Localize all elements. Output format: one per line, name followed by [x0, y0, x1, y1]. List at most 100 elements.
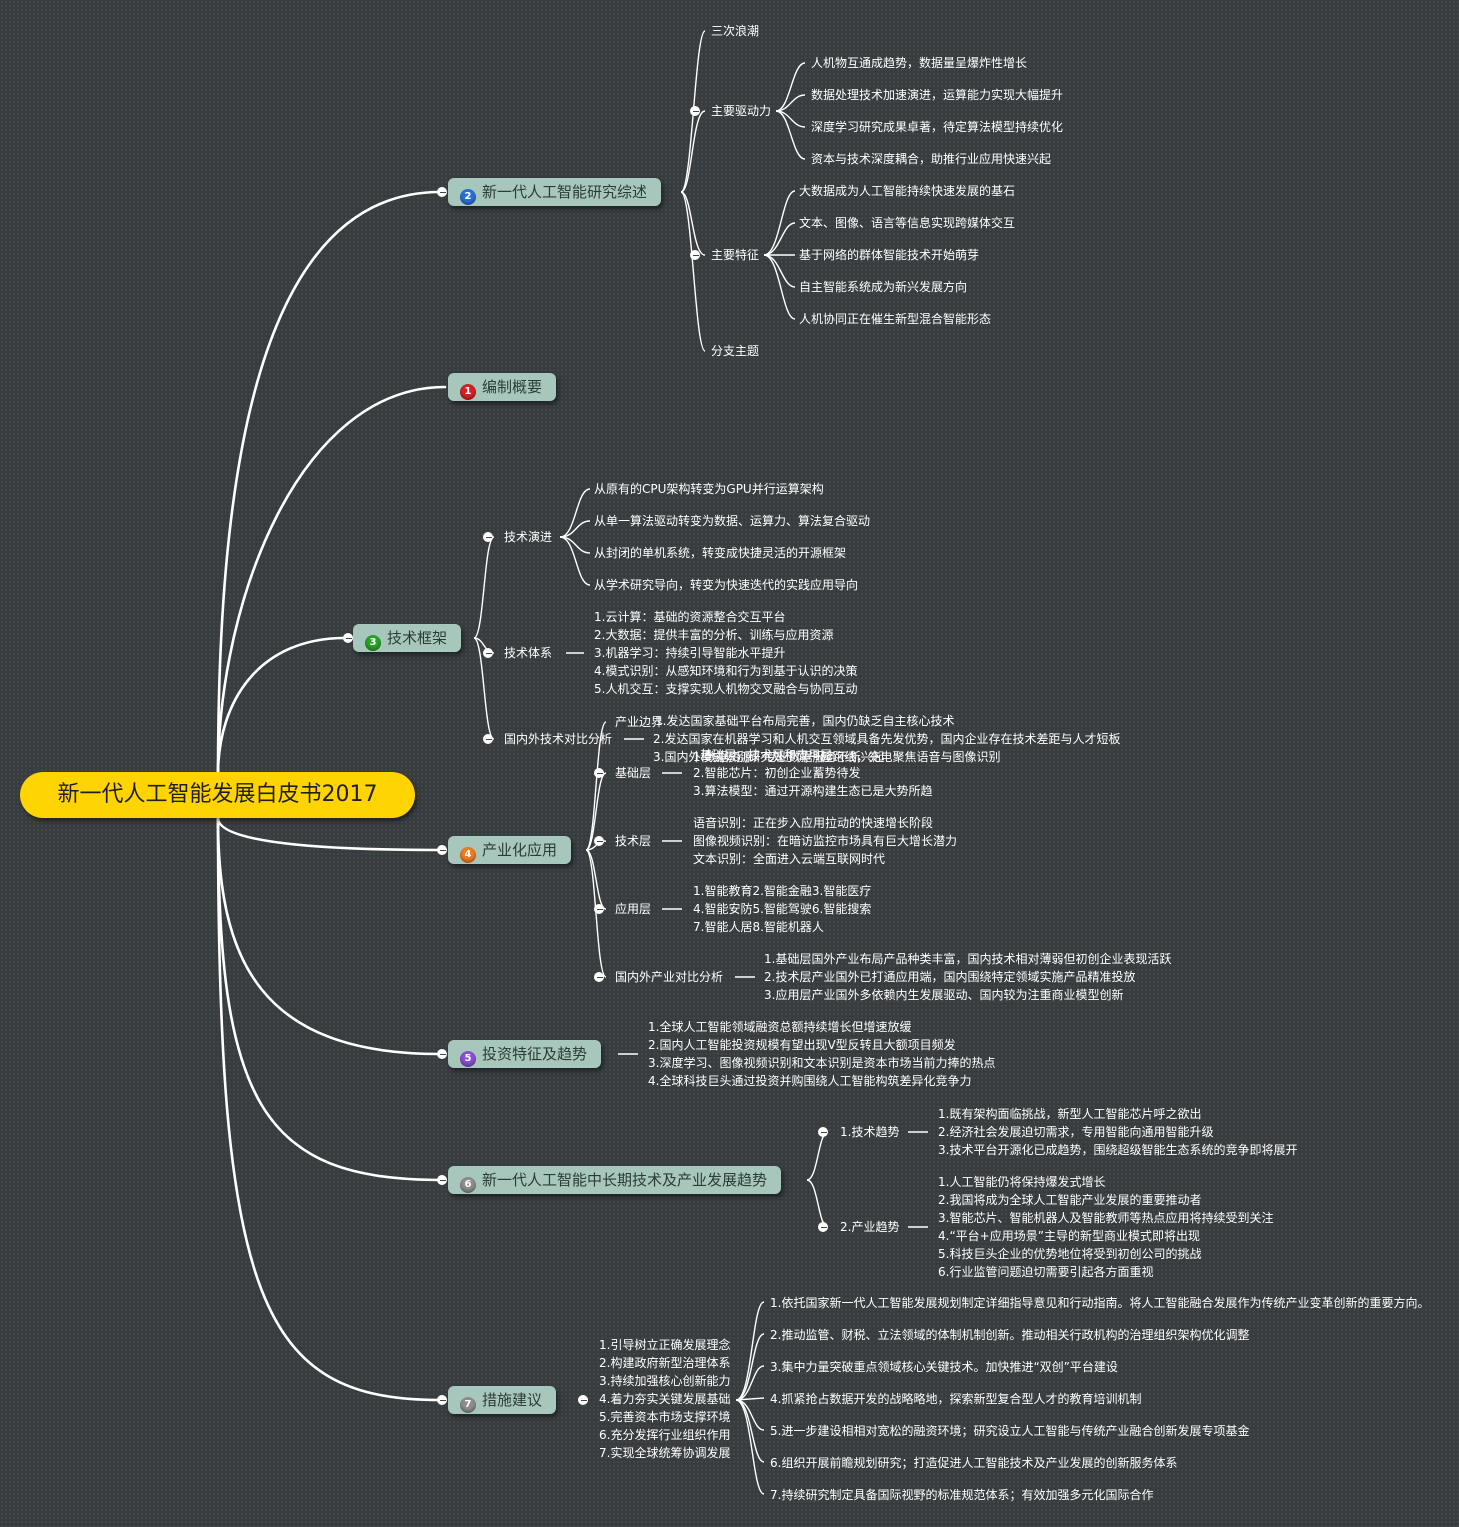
leaf-topic[interactable]: 2.推动监管、财税、立法领域的体制机制创新。推动相关行政机构的治理组织架构优化调…: [770, 1328, 1250, 1342]
leaf-topic[interactable]: 4.全球科技巨头通过投资并购围绕人工智能构筑差异化竞争力: [648, 1074, 972, 1088]
leaf-topic[interactable]: 1.数据资源：专业数据服务不断兴起: [693, 750, 885, 764]
leaf-topic[interactable]: 人机物互通成趋势，数据量呈爆炸性增长: [811, 56, 1028, 70]
sub-topic[interactable]: 基础层: [615, 766, 652, 780]
sub-topic[interactable]: 产业边界: [615, 715, 664, 729]
sub-topic[interactable]: 技术体系: [504, 646, 553, 660]
leaf-topic[interactable]: 3.智能芯片、智能机器人及智能教师等热点应用将持续受到关注: [938, 1211, 1274, 1225]
sub-topic[interactable]: 主要特征: [711, 248, 760, 262]
leaf-topic[interactable]: 7.智能人居8.智能机器人: [693, 920, 824, 934]
collapse-toggle-icon[interactable]: [690, 250, 700, 260]
leaf-topic[interactable]: 4.智能安防5.智能驾驶6.智能搜索: [693, 902, 872, 916]
leaf-topic[interactable]: 图像视频识别：在暗访监控市场具有巨大增长潜力: [693, 834, 958, 848]
leaf-topic[interactable]: 文本识别：全面进入云端互联网时代: [693, 852, 886, 866]
leaf-topic[interactable]: 基于网络的群体智能技术开始萌芽: [799, 248, 980, 262]
collapse-toggle-icon[interactable]: [483, 648, 493, 658]
leaf-topic[interactable]: 自主智能系统成为新兴发展方向: [799, 280, 968, 294]
leaf-topic[interactable]: 1.依托国家新一代人工智能发展规划制定详细指导意见和行动指南。将人工智能融合发展…: [770, 1296, 1430, 1310]
sub-topic[interactable]: 三次浪潮: [711, 24, 760, 38]
leaf-topic[interactable]: 深度学习研究成果卓著，待定算法模型持续优化: [811, 120, 1064, 134]
leaf-topic[interactable]: 数据处理技术加速演进，运算能力实现大幅提升: [811, 88, 1064, 102]
leaf-topic[interactable]: 人机协同正在催生新型混合智能形态: [799, 312, 992, 326]
sub-topic[interactable]: 主要驱动力: [711, 104, 772, 118]
leaf-topic[interactable]: 3.应用层产业国外多依赖内生发展驱动、国内较为注重商业模型创新: [764, 988, 1124, 1002]
leaf-topic[interactable]: 2.智能芯片：初创企业蓄势待发: [693, 766, 861, 780]
collapse-toggle-icon[interactable]: [437, 845, 447, 855]
collapse-toggle-icon[interactable]: [594, 836, 604, 846]
summary-item[interactable]: 3.持续加强核心创新能力: [599, 1374, 731, 1388]
leaf-topic[interactable]: 2.大数据：提供丰富的分析、训练与应用资源: [594, 628, 834, 642]
summary-item[interactable]: 2.构建政府新型治理体系: [599, 1356, 731, 1370]
collapse-toggle-icon[interactable]: [343, 633, 353, 643]
summary-item[interactable]: 1.引导树立正确发展理念: [599, 1338, 731, 1352]
leaf-topic[interactable]: 文本、图像、语言等信息实现跨媒体交互: [799, 216, 1016, 230]
leaf-topic[interactable]: 1.人工智能仍将保持爆发式增长: [938, 1175, 1106, 1189]
collapse-toggle-icon[interactable]: [594, 972, 604, 982]
summary-item[interactable]: 7.实现全球统筹协调发展: [599, 1446, 731, 1460]
collapse-toggle-icon[interactable]: [690, 106, 700, 116]
leaf-topic[interactable]: 4.抓紧抢占数据开发的战略略地，探索新型复合型人才的教育培训机制: [770, 1392, 1142, 1406]
leaf-topic[interactable]: 资本与技术深度耦合，助推行业应用快速兴起: [811, 152, 1052, 166]
leaf-topic[interactable]: 6.行业监管问题迫切需要引起各方面重视: [938, 1265, 1154, 1279]
sub-topic[interactable]: 分支主题: [711, 344, 760, 358]
summary-item[interactable]: 4.着力夯实关键发展基础: [599, 1392, 731, 1406]
leaf-topic[interactable]: 2.技术层产业国外已打通应用端，国内围绕特定领域实施产品精准投放: [764, 970, 1136, 984]
leaf-topic[interactable]: 3.机器学习：持续引导智能水平提升: [594, 646, 786, 660]
leaf-topic[interactable]: 1.全球人工智能领域融资总额持续增长但增速放缓: [648, 1020, 912, 1034]
sub-topic[interactable]: 2.产业趋势: [840, 1220, 900, 1234]
sub-topic[interactable]: 应用层: [615, 902, 652, 916]
collapse-toggle-icon[interactable]: [483, 532, 493, 542]
collapse-toggle-icon[interactable]: [437, 1175, 447, 1185]
leaf-topic[interactable]: 从封闭的单机系统，转变成快捷灵活的开源框架: [594, 546, 847, 560]
sub-topic[interactable]: 技术层: [615, 834, 652, 848]
collapse-toggle-icon[interactable]: [483, 734, 493, 744]
leaf-topic[interactable]: 3.国内外模式识别研究处于同一起跑线，充电聚焦语音与图像识别: [653, 750, 1001, 764]
collapse-toggle-icon[interactable]: [437, 187, 447, 197]
collapse-toggle-icon[interactable]: [437, 1395, 447, 1405]
leaf-topic[interactable]: 6.组织开展前瞻规划研究；打造促进人工智能技术及产业发展的创新服务体系: [770, 1456, 1178, 1470]
leaf-topic[interactable]: 1.云计算：基础的资源整合交互平台: [594, 610, 786, 624]
leaf-topic[interactable]: 从单一算法驱动转变为数据、运算力、算法复合驱动: [594, 514, 871, 528]
leaf-topic[interactable]: 2.我国将成为全球人工智能产业发展的重要推动者: [938, 1193, 1202, 1207]
summary-item[interactable]: 6.充分发挥行业组织作用: [599, 1428, 731, 1442]
leaf-topic[interactable]: 4.模式识别：从感知环境和行为到基于认识的决策: [594, 664, 858, 678]
leaf-topic[interactable]: 5.科技巨头企业的优势地位将受到初创公司的挑战: [938, 1247, 1202, 1261]
leaf-topic[interactable]: 语音识别：正在步入应用拉动的快速增长阶段: [693, 816, 934, 830]
leaf-topic[interactable]: 2.经济社会发展迫切需求，专用智能向通用智能升级: [938, 1125, 1214, 1139]
leaf-topic[interactable]: 从学术研究导向，转变为快速迭代的实践应用导向: [594, 578, 859, 592]
leaf-topic[interactable]: 7.持续研究制定具备国际视野的标准规范体系；有效加强多元化国际合作: [770, 1488, 1154, 1502]
leaf-topic[interactable]: 2.发达国家在机器学习和人机交互领域具备先发优势，国内企业存在技术差距与人才短板: [653, 732, 1121, 746]
leaf-topic[interactable]: 从原有的CPU架构转变为GPU并行运算架构: [594, 482, 824, 496]
collapse-toggle-icon[interactable]: [818, 1127, 828, 1137]
collapse-toggle-icon[interactable]: [594, 904, 604, 914]
root-topic[interactable]: 新一代人工智能发展白皮书2017: [20, 772, 415, 818]
leaf-topic[interactable]: 3.深度学习、图像视频识别和文本识别是资本市场当前力捧的热点: [648, 1056, 996, 1070]
leaf-topic[interactable]: 基础层、技术层和应用层: [700, 748, 833, 762]
leaf-topic[interactable]: 1.发达国家基础平台布局完善，国内仍缺乏自主核心技术: [655, 714, 955, 728]
leaf-topic[interactable]: 大数据成为人工智能持续快速发展的基石: [799, 184, 1016, 198]
sub-topic[interactable]: 1.技术趋势: [840, 1125, 900, 1139]
leaf-topic[interactable]: 3.算法模型：通过开源构建生态已是大势所趋: [693, 784, 933, 798]
leaf-topic[interactable]: 2.国内人工智能投资规模有望出现V型反转且大额项目频发: [648, 1038, 956, 1052]
summary-item[interactable]: 5.完善资本市场支撑环境: [599, 1410, 731, 1424]
leaf-topic[interactable]: 1.基础层国外产业布局产品种类丰富，国内技术相对薄弱但初创企业表现活跃: [764, 952, 1172, 966]
leaf-topic[interactable]: 5.进一步建设相相对宽松的融资环境；研究设立人工智能与传统产业融合创新发展专项基…: [770, 1424, 1250, 1438]
collapse-toggle-icon[interactable]: [818, 1222, 828, 1232]
leaf-topic[interactable]: 1.既有架构面临挑战，新型人工智能芯片呼之欲出: [938, 1107, 1202, 1121]
leaf-topic[interactable]: 4.“平台+应用场景”主导的新型商业模式即将出现: [938, 1229, 1200, 1243]
sub-topic[interactable]: 国内外技术对比分析: [504, 732, 613, 746]
leaf-topic[interactable]: 3.技术平台开源化已成趋势，围绕超级智能生态系统的竞争即将展开: [938, 1143, 1298, 1157]
collapse-toggle-icon[interactable]: [437, 1049, 447, 1059]
leaf-topic[interactable]: 3.集中力量突破重点领域核心关键技术。加快推进“双创”平台建设: [770, 1360, 1118, 1374]
sub-topic[interactable]: 技术演进: [504, 530, 553, 544]
leaf-topic[interactable]: 1.智能教育2.智能金融3.智能医疗: [693, 884, 872, 898]
collapse-toggle-icon[interactable]: [594, 768, 604, 778]
leaf-topic[interactable]: 5.人机交互：支撑实现人机物交叉融合与协同互动: [594, 682, 858, 696]
collapse-toggle-icon[interactable]: [578, 1395, 588, 1405]
